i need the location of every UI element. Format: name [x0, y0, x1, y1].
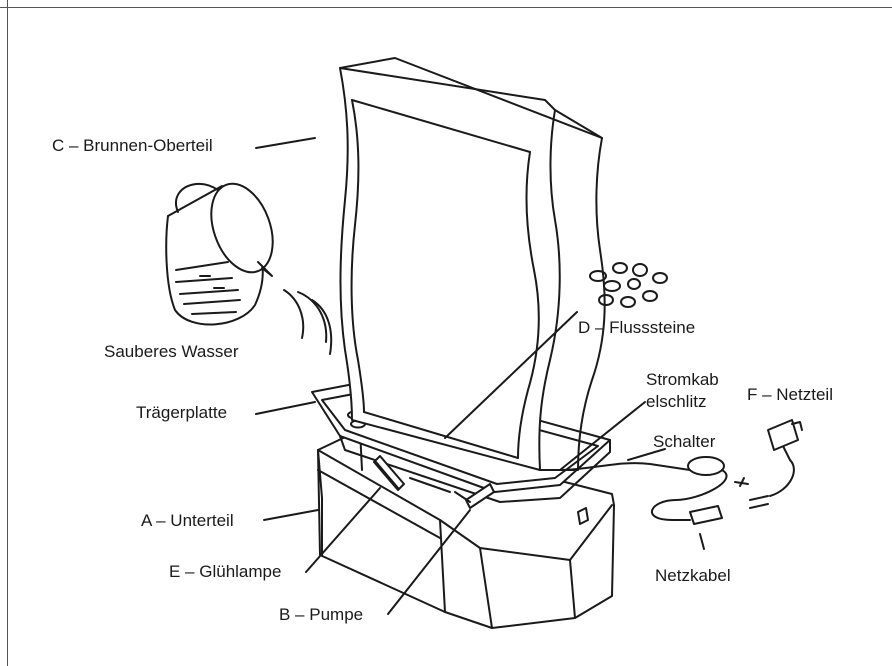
- fountain-panel-drawing: [340, 58, 605, 470]
- label-f-power-adapter: F – Netzteil: [747, 385, 833, 405]
- label-clean-water: Sauberes Wasser: [104, 342, 238, 362]
- water-pitcher-drawing: [166, 175, 331, 354]
- river-stones-drawing: [590, 263, 667, 307]
- label-e-bulb: E – Glühlampe: [169, 562, 281, 582]
- label-cable-slot-line1: Stromkab: [646, 369, 719, 390]
- label-c-fountain-top: C – Brunnen-Oberteil: [52, 136, 213, 156]
- label-tray: Trägerplatte: [136, 403, 227, 423]
- label-a-base: A – Unterteil: [141, 511, 234, 531]
- label-cable-slot-line2: elschlitz: [646, 391, 706, 412]
- label-power-cord: Netzkabel: [655, 566, 731, 586]
- label-b-pump: B – Pumpe: [279, 605, 363, 625]
- label-switch: Schalter: [653, 432, 715, 452]
- label-d-river-stones: D – Flusssteine: [578, 318, 695, 338]
